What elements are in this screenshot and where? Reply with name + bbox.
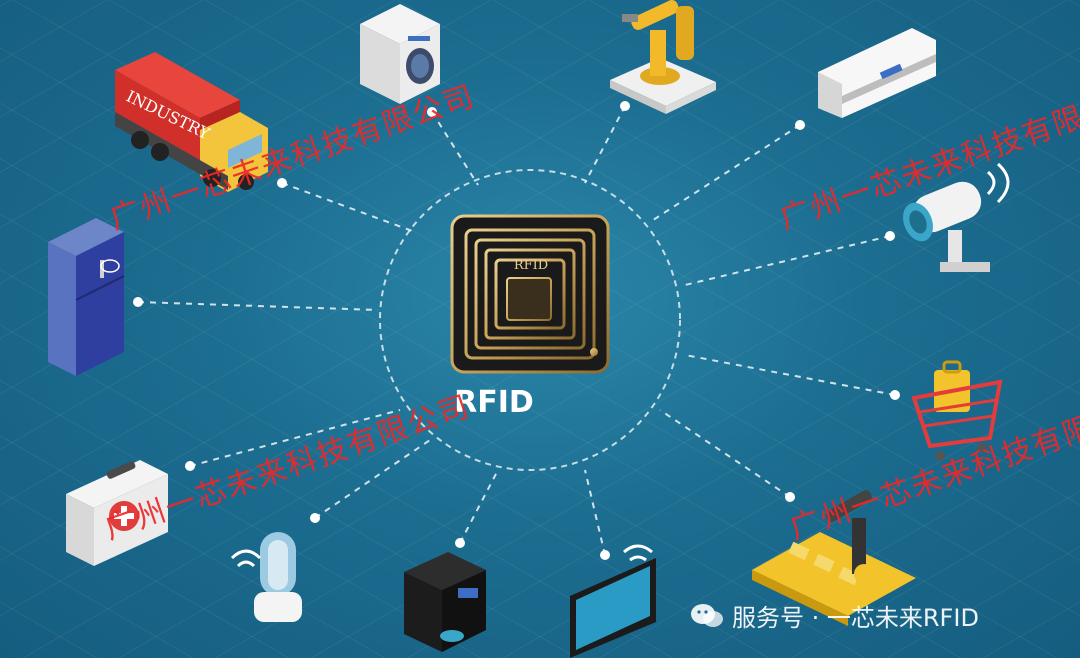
smart-lamp-icon [230,532,302,622]
delivery-truck-icon: INDUSTRY [115,52,268,192]
refrigerator-icon [48,218,125,376]
center-label: RFID [454,385,534,420]
shopping-cart-icon [911,360,1003,461]
air-conditioner-icon [818,28,936,118]
connection-lines [137,105,896,556]
first-aid-kit-icon [66,460,168,566]
security-camera-icon [903,162,1010,272]
account-footer: 服务号 · 一芯未来RFID [690,598,979,633]
rfid-range-ring [379,169,681,471]
chip-text: RFID [514,258,548,273]
assembly-line-icon [752,490,916,626]
wechat-icon [691,603,723,627]
smart-tv-icon [570,544,656,658]
footer-label: 服务号 · 一芯未来RFID [732,604,979,632]
robot-arm-icon [610,0,716,114]
coffee-machine-icon [404,552,486,652]
connection-dots [133,101,900,560]
rfid-chip-icon: RFID [450,214,610,374]
washing-machine-icon [360,4,440,104]
